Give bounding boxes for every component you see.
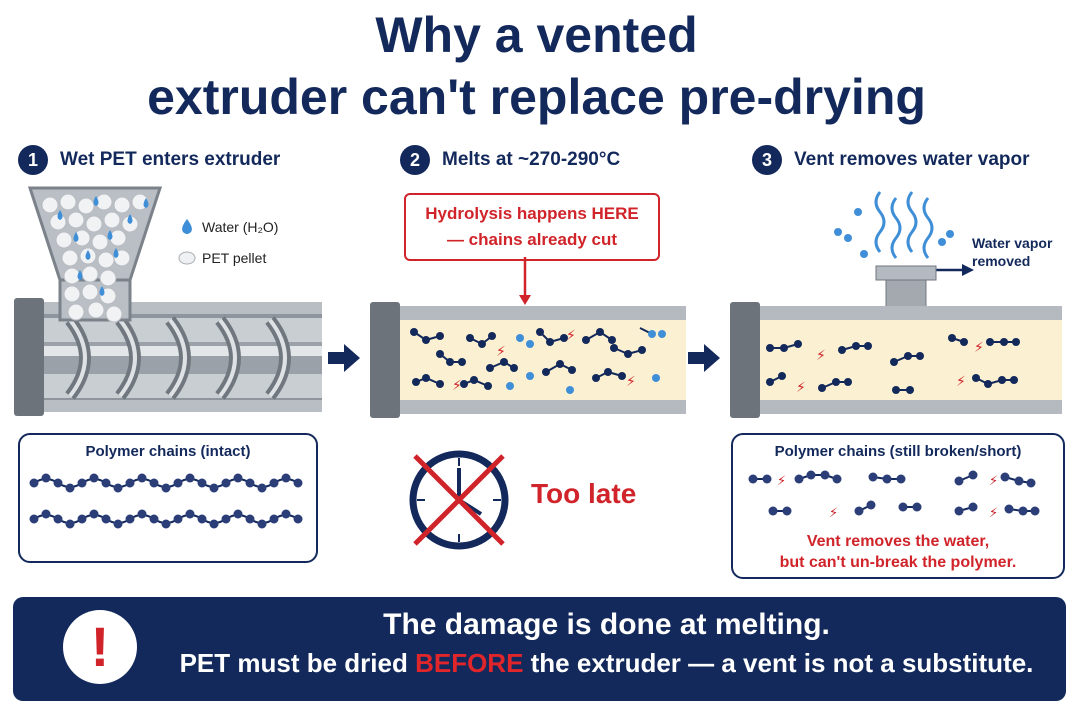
svg-text:⚡: ⚡: [452, 378, 462, 394]
step-3-label: Vent removes water vapor: [794, 149, 1030, 170]
vapor-removed-label: Water vapor removed: [972, 234, 1052, 270]
arrow-right-icon-2: [688, 344, 720, 372]
page-title-line2: extruder can't replace pre-drying: [147, 69, 926, 125]
svg-text:⚡: ⚡: [777, 474, 786, 489]
intact-chains-box: Polymer chains (intact): [18, 433, 318, 563]
step-1-number: 1: [18, 145, 48, 175]
callout-line2: — chains already cut: [446, 230, 618, 249]
vent-note-line2: but can't un-break the polymer.: [779, 554, 1017, 571]
warning-banner: [13, 597, 1066, 701]
banner-headline: The damage is done at melting.: [383, 608, 830, 641]
melt-barrel-illustration: ⚡ ⚡ ⚡ ⚡: [370, 302, 686, 418]
vent-note-line1: Vent removes the water,: [806, 533, 990, 550]
intact-chains-title: Polymer chains (intact): [85, 443, 251, 460]
step-2-label: Melts at ~270-290°C: [442, 149, 621, 170]
broken-chains-title: Polymer chains (still broken/short): [774, 443, 1022, 460]
vent-barrel-illustration: ⚡ ⚡ ⚡ ⚡: [730, 191, 1062, 418]
crossed-clock-icon: [409, 450, 509, 550]
callout-arrow-icon: [519, 257, 531, 305]
arrow-right-icon: [328, 344, 360, 372]
intact-chain-diagram: [29, 473, 303, 529]
too-late-label: Too late: [531, 478, 637, 509]
step-2-heading: 2 Melts at ~270-290°C: [400, 142, 620, 178]
exclamation-icon: !: [63, 610, 137, 684]
water-drop-icon: [182, 219, 192, 234]
callout-line1: Hydrolysis happens HERE: [425, 204, 639, 223]
banner-before-emphasis: BEFORE: [415, 648, 524, 678]
svg-text:⚡: ⚡: [566, 328, 576, 344]
svg-text:⚡: ⚡: [796, 380, 806, 396]
page-title: Why a vented: [375, 7, 698, 63]
step-1-label: Wet PET enters extruder: [60, 149, 281, 170]
svg-text:⚡: ⚡: [829, 506, 838, 521]
svg-text:⚡: ⚡: [496, 344, 506, 360]
svg-text:⚡: ⚡: [956, 374, 966, 390]
vapor-label-line1: Water vapor: [972, 235, 1053, 251]
svg-text:⚡: ⚡: [989, 474, 998, 489]
broken-chains-box: Polymer chains (still broken/short) ⚡⚡⚡⚡…: [731, 433, 1065, 579]
broken-chain-diagram: ⚡ ⚡ ⚡ ⚡: [748, 470, 1040, 521]
legend-water-label: Water (H₂O): [202, 219, 279, 235]
pellet-icon: [178, 251, 196, 265]
svg-text:⚡: ⚡: [626, 374, 636, 390]
banner-subline-pre: PET must be dried: [179, 648, 416, 678]
extruder-screw-illustration: [14, 186, 322, 416]
legend-pellet-label: PET pellet: [202, 250, 267, 266]
svg-text:⚡: ⚡: [816, 348, 826, 364]
banner-subline: PET must be dried BEFORE the extruder — …: [140, 648, 1073, 679]
vapor-label-line2: removed: [972, 253, 1031, 269]
step-2-number: 2: [400, 145, 430, 175]
svg-text:⚡: ⚡: [974, 340, 984, 356]
step-1-heading: 1 Wet PET enters extruder: [18, 142, 280, 178]
svg-text:⚡: ⚡: [989, 506, 998, 521]
hydrolysis-callout: Hydrolysis happens HERE — chains already…: [404, 193, 660, 261]
step-3-number: 3: [752, 145, 782, 175]
banner-subline-post: the extruder — a vent is not a substitut…: [523, 648, 1034, 678]
step-3-heading: 3 Vent removes water vapor: [752, 142, 1030, 178]
